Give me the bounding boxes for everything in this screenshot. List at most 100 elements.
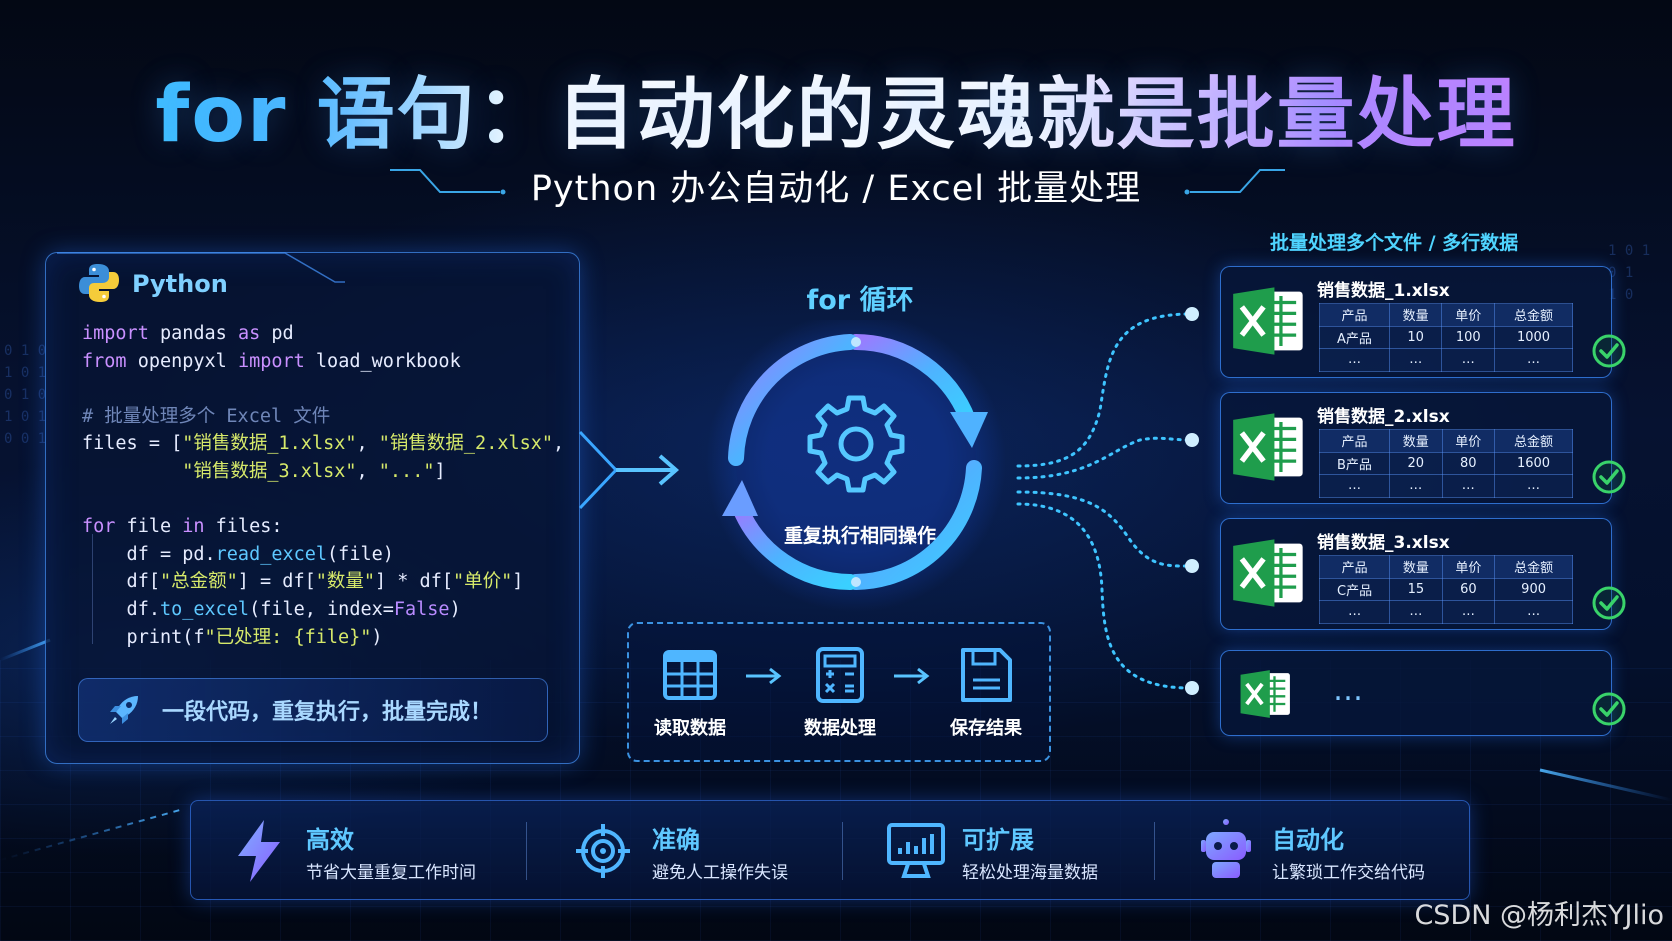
code-token: openpyxl xyxy=(126,350,238,372)
code-line: from openpyxl import load_workbook xyxy=(82,348,572,376)
table-cell: 80 xyxy=(1441,451,1496,475)
table-cell: 总金额 xyxy=(1494,303,1573,327)
benefit-desc: 避免人工操作失误 xyxy=(652,863,788,883)
table-cell: 20 xyxy=(1388,451,1443,475)
table-cell: … xyxy=(1494,474,1573,498)
code-line: # 批量处理多个 Excel 文件 xyxy=(82,403,572,431)
loop-title: for 循环 xyxy=(806,285,914,316)
benefit-title: 自动化 xyxy=(1272,826,1344,854)
code-token: in xyxy=(182,516,205,538)
code-token: pandas xyxy=(148,323,238,344)
table-cell: 总金额 xyxy=(1494,429,1573,453)
code-token: print(f xyxy=(82,626,205,648)
table-cell: 单价 xyxy=(1441,303,1496,327)
table-cell: 100 xyxy=(1441,325,1496,349)
code-token: , xyxy=(553,433,565,455)
code-token: , xyxy=(356,460,379,482)
code-line: for file in files: xyxy=(82,513,572,541)
benefit-title: 可扩展 xyxy=(962,826,1034,854)
table-cell: … xyxy=(1388,348,1443,372)
table-cell: … xyxy=(1389,600,1443,624)
table-cell: 产品 xyxy=(1319,429,1390,453)
code-token: # 批量处理多个 Excel 文件 xyxy=(82,405,331,427)
table-cell: … xyxy=(1388,474,1443,498)
table-row: ………… xyxy=(1318,600,1573,624)
code-token: load_workbook xyxy=(304,350,461,372)
code-panel-tab xyxy=(57,252,345,283)
code-token: from xyxy=(82,350,127,372)
background-binary: 1 0 1 0 1 1 0 xyxy=(1608,243,1651,303)
code-line: df["总金额"] = df["数量"] * df["单价"] xyxy=(82,568,572,596)
table-cell: 60 xyxy=(1441,577,1496,601)
step-label-read: 读取数据 xyxy=(654,718,726,739)
code-note-banner xyxy=(78,678,548,742)
table-cell: 1000 xyxy=(1494,325,1573,349)
code-token: "已处理: {file}" xyxy=(204,626,372,648)
divider xyxy=(842,822,843,880)
files-heading: 批量处理多个文件 / 多行数据 xyxy=(1270,232,1519,254)
file-card-more: … xyxy=(1220,650,1626,736)
code-token: files: xyxy=(204,516,283,538)
code-token: ) xyxy=(449,598,461,620)
code-line: df.to_excel(file, index=False) xyxy=(82,596,572,624)
table-row: 产品数量单价总金额 xyxy=(1319,303,1573,327)
flow-arrow-to-loop xyxy=(578,430,680,510)
table-cell: 数量 xyxy=(1388,429,1443,453)
calculator-icon xyxy=(816,647,864,703)
benefit-desc: 轻松处理海量数据 xyxy=(962,863,1098,883)
table-cell: 产品 xyxy=(1319,303,1390,327)
table-cell: … xyxy=(1494,348,1573,372)
table-cell: 总金额 xyxy=(1494,555,1573,579)
benefit-title: 准确 xyxy=(652,826,700,854)
code-token: ] xyxy=(434,460,446,482)
benefit-title: 高效 xyxy=(306,826,354,854)
table-cell: 1600 xyxy=(1494,451,1573,475)
code-line xyxy=(82,486,572,514)
code-line: "销售数据_3.xlsx", "..."] xyxy=(82,458,572,486)
file-connectors xyxy=(1016,307,1199,695)
code-line: print(f"已处理: {file}") xyxy=(82,624,572,652)
code-token: , xyxy=(356,433,379,455)
table-cell: … xyxy=(1319,348,1390,372)
code-token: ] xyxy=(512,571,524,593)
table-icon xyxy=(663,650,717,700)
file-name: 销售数据_2.xlsx xyxy=(1317,407,1450,427)
check-icon xyxy=(1591,459,1627,499)
indent-guide xyxy=(92,534,93,644)
lightning-icon xyxy=(238,820,280,882)
table-row: 产品数量单价总金额 xyxy=(1319,429,1573,453)
arrow-right-icon xyxy=(894,667,930,685)
page-title: for 语句：自动化的灵魂就是批量处理 xyxy=(0,52,1672,164)
check-icon xyxy=(1591,691,1627,731)
code-token: "数量" xyxy=(315,571,375,593)
code-token xyxy=(82,461,182,482)
loop-cycle-diagram xyxy=(706,320,1006,612)
background-binary: 0 1 0 1 0 1 0 1 0 1 0 1 0 0 1 xyxy=(4,343,47,447)
save-icon xyxy=(961,648,1012,702)
code-token: ) xyxy=(371,626,383,648)
watermark: CSDN @杨利杰YJlio xyxy=(1414,900,1664,931)
divider xyxy=(526,822,527,880)
code-line: files = ["销售数据_1.xlsx", "销售数据_2.xlsx", xyxy=(82,430,572,458)
arrow-right-icon xyxy=(746,667,782,685)
table-cell: 产品 xyxy=(1318,555,1391,579)
step-label-process: 数据处理 xyxy=(804,718,876,739)
table-row: ………… xyxy=(1319,348,1573,372)
code-token: df = pd. xyxy=(82,543,216,565)
robot-icon xyxy=(1201,819,1251,878)
file-name: 销售数据_1.xlsx xyxy=(1317,281,1450,301)
code-token: pd xyxy=(260,323,294,344)
table-cell: 10 xyxy=(1388,325,1443,349)
table-cell: … xyxy=(1494,600,1573,624)
table-cell: … xyxy=(1441,348,1496,372)
code-token: for xyxy=(82,516,116,538)
divider xyxy=(1154,822,1155,880)
table-cell: … xyxy=(1318,600,1391,624)
table-cell: B产品 xyxy=(1319,451,1390,475)
